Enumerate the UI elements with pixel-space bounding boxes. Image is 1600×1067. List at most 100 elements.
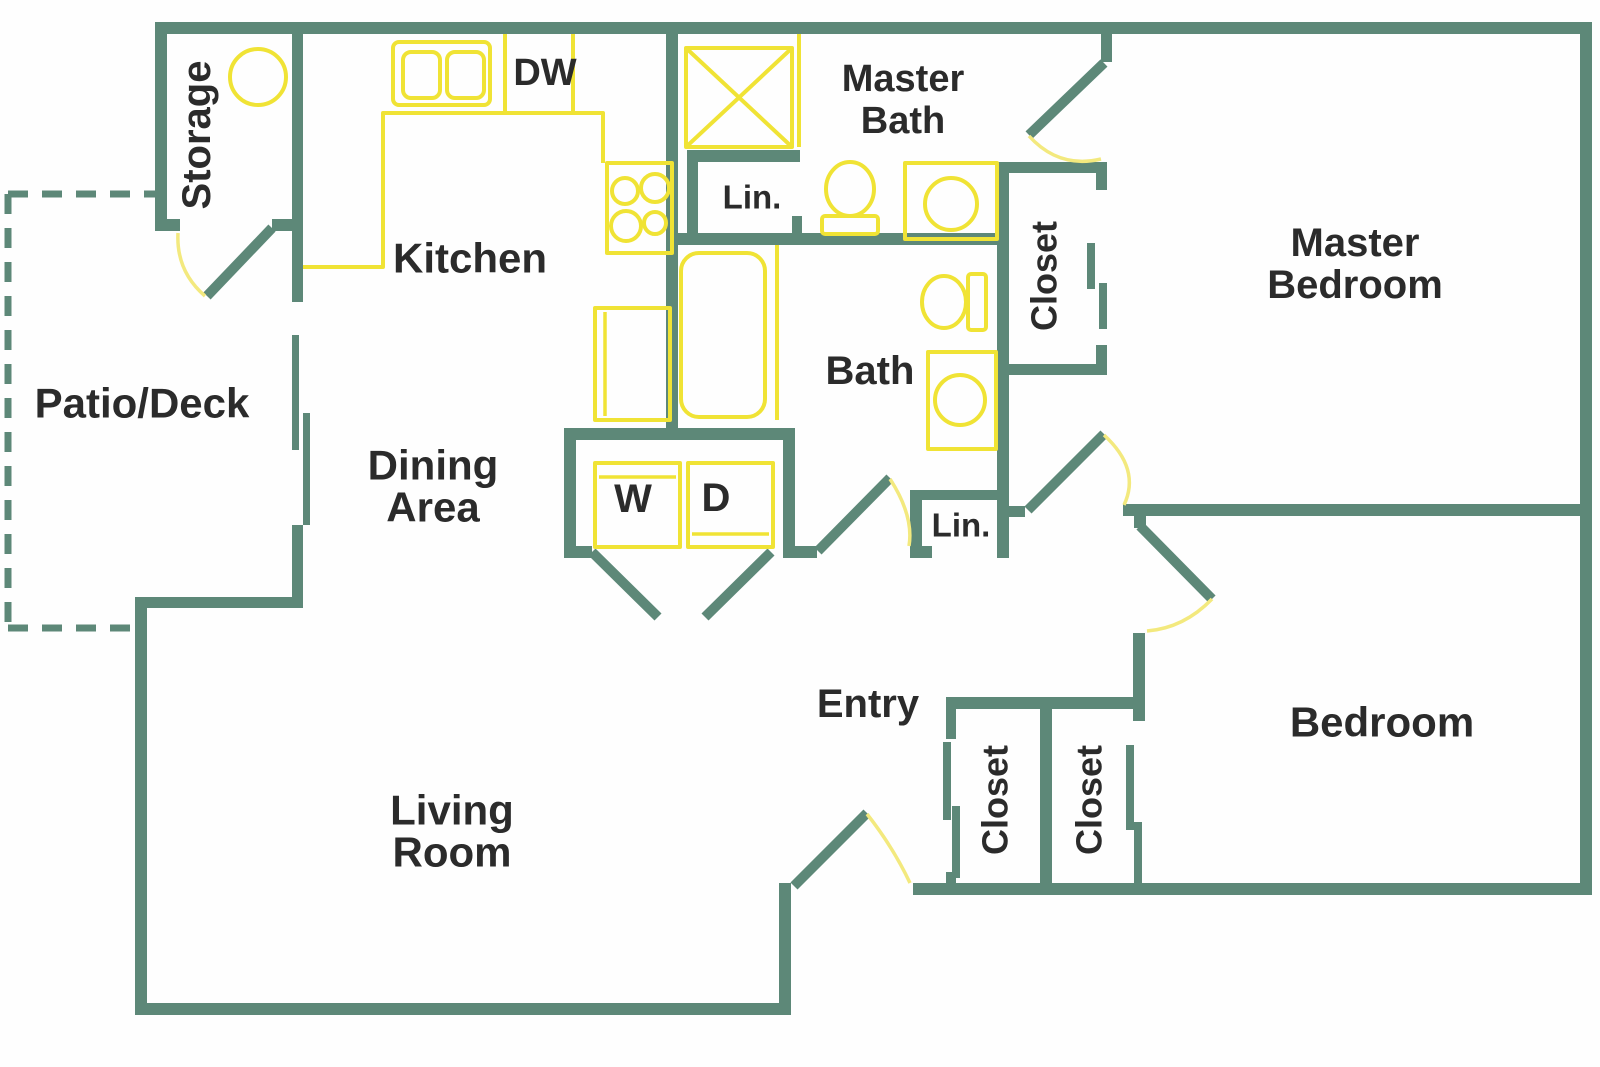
kitchen-counter-edge — [303, 111, 605, 269]
kitchen-sink — [391, 40, 492, 107]
label-dining-1: Dining — [368, 442, 499, 489]
doors — [203, 59, 1216, 890]
wall-entry-closet-stub-bottom — [946, 872, 956, 883]
entry-closet-panel-a — [943, 742, 951, 820]
wall-storage-bottom-stub — [155, 219, 180, 231]
label-linen-upper: Lin. — [723, 179, 782, 216]
wall-master-closet-bottom — [997, 364, 1107, 375]
label-dishwasher: DW — [513, 52, 576, 94]
stove-burner-3 — [609, 209, 643, 243]
wall-wd-left-stub — [564, 546, 592, 558]
label-linen-hall: Lin. — [932, 507, 991, 544]
wall-dining-jog — [135, 597, 303, 608]
wall-linen-hall-left — [910, 490, 922, 558]
wall-dining-west-lower — [292, 525, 303, 608]
patio-slider-panel-a — [292, 335, 299, 450]
patio-slider-panel-b — [303, 413, 310, 525]
master-bath-door-leaf — [1025, 59, 1108, 139]
kitchen-cabinet — [593, 306, 672, 422]
wall-living-bottom — [135, 1003, 791, 1015]
label-bedroom: Bedroom — [1290, 699, 1474, 746]
wall-hall-piece — [783, 546, 817, 558]
kitchen-sink-basin-right — [445, 50, 486, 100]
wall-storage-left — [155, 34, 167, 231]
wd-bifold-right-leaf — [701, 548, 775, 621]
wall-entry-closet-stub-top — [946, 709, 956, 739]
label-storage: Storage — [175, 61, 219, 210]
master-closet-panel-b — [1099, 283, 1107, 329]
label-bath: Bath — [826, 349, 915, 393]
wall-closets-divider — [1040, 709, 1052, 883]
dryer-box — [686, 461, 775, 549]
wall-entry-step — [779, 883, 791, 1015]
storage-door-leaf — [203, 224, 276, 300]
bedroom-door-arc — [1146, 597, 1214, 633]
label-living-1: Living — [390, 787, 514, 834]
kitchen-sink-basin-left — [401, 50, 442, 100]
label-living-2: Room — [393, 829, 512, 876]
washer-box — [593, 461, 682, 549]
wall-wd-top — [564, 428, 795, 440]
wall-masterbath-door-stub — [1101, 34, 1112, 62]
stove-burner-4 — [642, 210, 668, 236]
master-closet-panel-a — [1087, 243, 1095, 289]
master-bedroom-door-arc — [1102, 433, 1132, 506]
bath-door-leaf — [814, 474, 894, 555]
bathtub — [679, 251, 767, 419]
wall-linen-upper-left — [687, 162, 698, 240]
wall-wd-right — [783, 428, 795, 558]
wall-master-closet-top — [997, 162, 1107, 173]
master-toilet-bowl — [824, 160, 876, 218]
entry-door-leaf — [790, 809, 871, 890]
bath-shower-drain — [933, 373, 987, 427]
master-bath-door-arc — [1027, 134, 1102, 164]
label-master-closet: Closet — [1024, 221, 1065, 331]
label-entry: Entry — [817, 682, 920, 726]
wd-bifold-left-leaf — [588, 548, 662, 621]
wall-mbr-door-stub-left — [1009, 506, 1025, 517]
master-bedroom-door-leaf — [1024, 430, 1108, 514]
label-bedroom-closet: Closet — [1069, 745, 1110, 855]
door-arcs — [176, 134, 1214, 884]
bath-toilet-tank — [966, 272, 988, 332]
label-patio-deck: Patio/Deck — [35, 380, 250, 427]
wall-storage-door-jamb — [272, 219, 298, 231]
stove — [605, 161, 674, 255]
wall-bottom-right — [913, 883, 1592, 895]
master-sink-basin — [923, 176, 979, 232]
wall-linen-hall-stub — [910, 546, 932, 558]
master-toilet-tank — [820, 214, 880, 236]
label-dryer: D — [702, 476, 731, 520]
walls — [135, 22, 1592, 1015]
label-kitchen: Kitchen — [393, 235, 547, 282]
wall-bedroom-divider — [1123, 504, 1592, 516]
water-heater — [228, 47, 288, 107]
label-entry-closet: Closet — [975, 745, 1016, 855]
stove-burner-2 — [639, 172, 671, 204]
wall-wd-left — [564, 428, 576, 558]
patio-outline — [4, 190, 155, 632]
bath-shower — [926, 350, 998, 451]
wall-top — [155, 22, 1592, 34]
wall-kitchen-west — [292, 34, 303, 302]
bedroom-door-leaf — [1136, 522, 1216, 603]
wall-master-closet-stub-bottom — [1096, 345, 1107, 375]
wall-east-core — [997, 162, 1009, 558]
label-washer: W — [614, 477, 652, 521]
fixtures — [228, 34, 999, 549]
master-sink-counter — [903, 161, 999, 241]
bedroom-closet-panel-a — [1126, 745, 1134, 830]
labels: Storage DW Kitchen Master Bath Lin. Mast… — [35, 52, 1475, 876]
bath-door-arc — [888, 478, 912, 547]
bedroom-closet-panel-b — [1134, 822, 1142, 883]
wall-master-closet-stub-top — [1096, 162, 1107, 190]
storage-door-arc — [176, 232, 207, 298]
wall-living-left — [135, 597, 147, 1015]
wall-closets-top — [946, 697, 1140, 709]
label-master-bath-2: Bath — [861, 100, 945, 142]
stove-burner-1 — [610, 176, 640, 206]
label-dining-2: Area — [386, 484, 480, 531]
master-shower — [684, 46, 794, 149]
